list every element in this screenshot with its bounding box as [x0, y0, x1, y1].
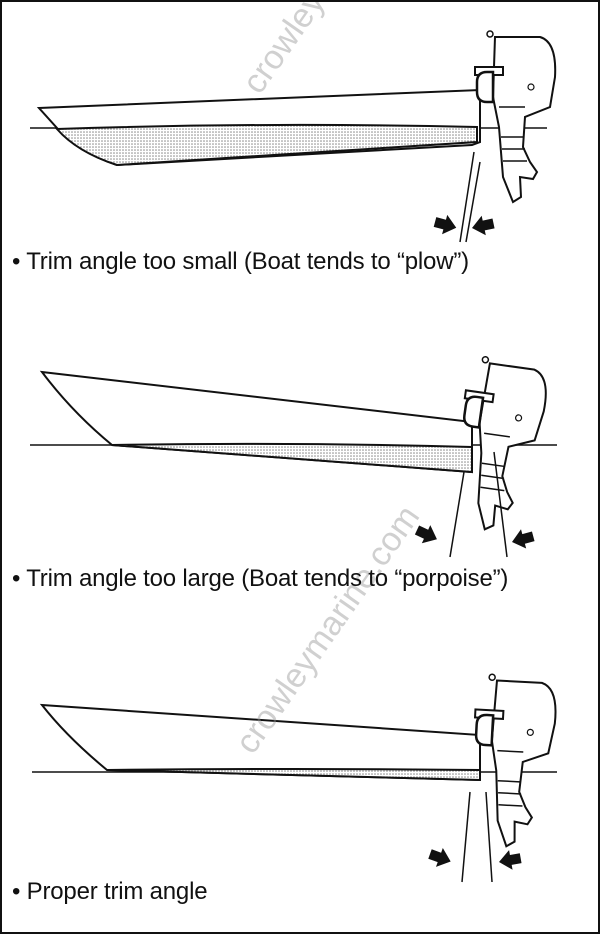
submerged-hull — [111, 442, 473, 474]
figure-plow — [30, 29, 557, 243]
arrow-left-icon — [497, 848, 523, 872]
caption-trim-too-small: • Trim angle too small (Boat tends to “p… — [12, 248, 469, 275]
arrow-left-icon — [509, 526, 536, 552]
arrow-left-icon — [469, 213, 496, 238]
figure-porpoise — [30, 353, 557, 558]
arrow-right-icon — [432, 212, 459, 238]
caption-proper-trim: • Proper trim angle — [12, 878, 208, 905]
outboard-motor — [473, 29, 557, 204]
caption-trim-too-large: • Trim angle too large (Boat tends to “p… — [12, 565, 509, 592]
submerged-hull — [54, 123, 478, 167]
arrow-right-icon — [426, 844, 455, 871]
figure-proper — [32, 672, 559, 883]
outboard-motor — [467, 672, 559, 850]
submerged-hull — [106, 768, 481, 782]
